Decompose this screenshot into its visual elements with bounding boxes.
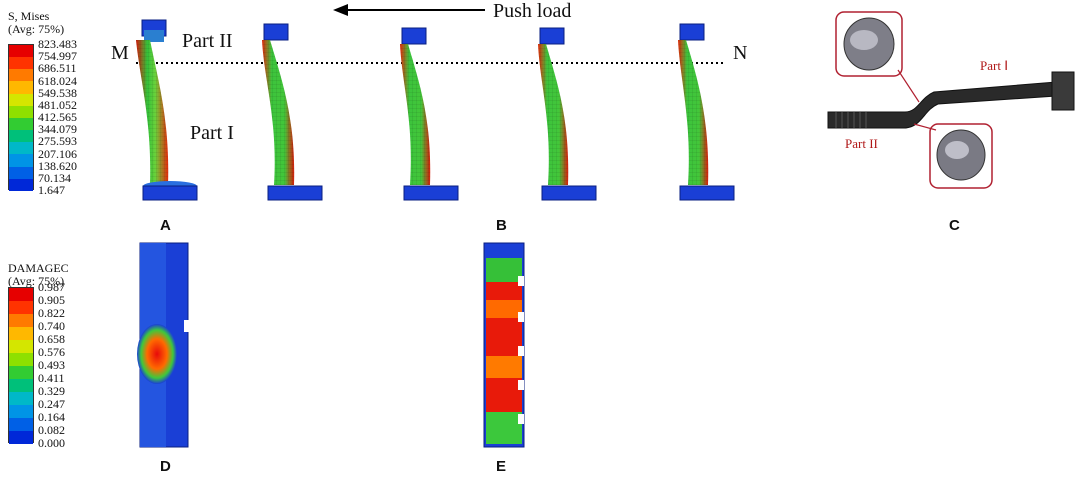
stress-legend-title-line2: (Avg: 75%): [8, 22, 65, 36]
part-i-label: Part I: [190, 122, 234, 144]
stress-legend-color-band: [9, 69, 33, 82]
damage-legend-tick-value: 0.082: [38, 423, 65, 437]
damage-legend-tick-value: 0.493: [38, 358, 65, 372]
stress-legend-tick-value: 618.024: [38, 73, 77, 88]
point-m-label: M: [111, 42, 129, 64]
stress-legend-color-band: [9, 117, 33, 131]
stress-legend-color-band: [9, 178, 33, 191]
stress-legend-tick-value: 344.079: [38, 122, 77, 137]
stress-legend-tick-value: 412.565: [38, 110, 77, 124]
damage-legend-title-line1: DAMAGEC: [8, 261, 69, 275]
damage-legend-tick-value: 0.329: [38, 384, 65, 398]
damage-legend-color-band: [9, 418, 33, 431]
damage-legend-color-band: [9, 405, 33, 418]
stress-legend-color-band: [9, 154, 33, 167]
stress-legend-tick-value: 1.647: [38, 183, 65, 197]
panel-label-b: B: [496, 217, 507, 234]
photo-bolt-head: [1051, 71, 1075, 111]
push-load-arrow: [333, 4, 485, 16]
stress-legend-tick-value: 275.593: [38, 134, 77, 149]
specimen-e: [483, 242, 525, 448]
damage-legend-tick-value: 0.164: [38, 410, 65, 424]
stress-legend-tick-value: 549.538: [38, 85, 77, 100]
damage-legend-color-band: [9, 340, 33, 353]
stress-legend-color-band: [9, 57, 33, 70]
damage-legend-tick-value: 0.247: [38, 397, 65, 411]
damage-legend-color-band: [9, 431, 33, 444]
damage-legend-color-band: [9, 314, 33, 327]
damage-legend-tick-value: 0.411: [38, 371, 65, 385]
damage-legend-color-band: [9, 327, 33, 340]
damage-legend-tick-value: 0.987: [38, 280, 65, 294]
bolt-model-2: [262, 23, 323, 201]
damage-legend-tick-value: 0.822: [38, 306, 65, 320]
photo-part-i-label: Part Ⅰ: [980, 58, 1009, 73]
damage-legend-tick-value: 0.000: [38, 436, 65, 450]
damage-legend-color-band: [9, 366, 33, 379]
panel-label-c: C: [949, 217, 960, 234]
damage-legend-tick-value: 0.740: [38, 319, 65, 333]
stress-legend-tick-value: 481.052: [38, 97, 77, 112]
damage-legend-color-band: [9, 353, 33, 366]
stress-legend-title: S, Mises (Avg: 75%): [8, 10, 64, 36]
push-load-label: Push load: [493, 0, 572, 22]
stress-legend-color-band: [9, 81, 33, 94]
specimen-d: [137, 242, 190, 448]
damage-legend-tick-value: 0.576: [38, 345, 65, 359]
stress-legend-tick-value: 754.997: [38, 49, 77, 64]
damage-color-bar: [8, 287, 34, 444]
stress-legend-color-band: [9, 166, 33, 179]
stress-legend-tick-value: 138.620: [38, 158, 77, 173]
damage-legend-color-band: [9, 379, 33, 392]
stress-color-bar: [8, 44, 34, 191]
damage-legend-title-line2: (Avg: 75%): [8, 274, 65, 288]
stress-legend-tick-value: 70.134: [38, 170, 71, 185]
damage-legend-color-band: [9, 288, 33, 301]
stress-legend-tick-value: 686.511: [38, 61, 77, 76]
panel-label-d: D: [160, 458, 171, 475]
damage-legend-color-band: [9, 301, 33, 314]
stress-legend-tick-value: 207.106: [38, 146, 77, 161]
stress-legend-color-band: [9, 45, 33, 58]
bolt-model-a: [136, 19, 198, 201]
panel-label-a: A: [160, 217, 171, 234]
panel-label-e: E: [496, 458, 507, 475]
bolt-model-5: [678, 23, 735, 201]
stress-legend-tick-value: 823.483: [38, 37, 77, 51]
stress-legend-title-line1: S, Mises: [8, 9, 50, 23]
bolt-model-4: [538, 27, 597, 201]
stress-legend-color-band: [9, 93, 33, 106]
photo-part-ii-label: Part II: [845, 136, 878, 151]
damage-legend-tick-value: 0.905: [38, 293, 65, 307]
point-n-label: N: [733, 42, 748, 64]
damage-legend-title: DAMAGEC (Avg: 75%): [8, 262, 69, 288]
bolt-model-3: [400, 27, 459, 201]
damage-legend-color-band: [9, 392, 33, 405]
stress-legend-color-band: [9, 105, 33, 118]
stress-legend-color-band: [9, 130, 33, 143]
stress-legend-color-band: [9, 142, 33, 155]
part-ii-label: Part II: [182, 30, 233, 52]
damage-legend-tick-value: 0.658: [38, 332, 65, 346]
